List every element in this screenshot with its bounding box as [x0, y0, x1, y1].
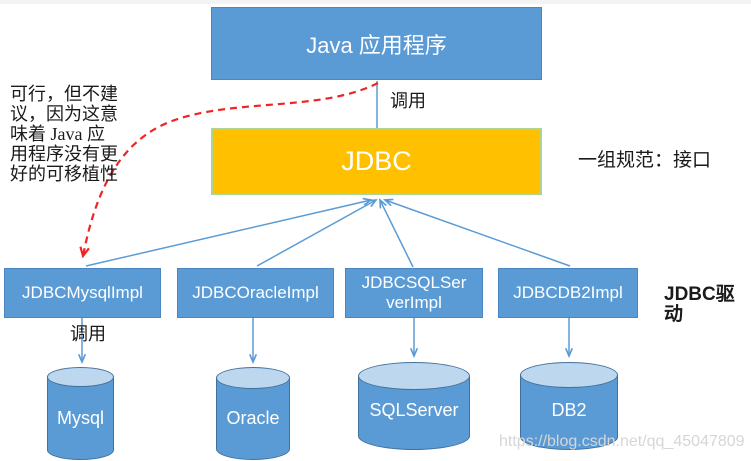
driver-box-oracleimpl-label: JDBCOracleImpl — [192, 283, 319, 302]
java-application-box: Java 应用程序 — [211, 7, 542, 80]
cylinder-top-ellipse — [47, 367, 114, 387]
arrow-sqlserverimpl-to-jdbc — [379, 198, 414, 268]
portability-note: 可行，但不建 议，因为这意 味着 Java 应 用程序没有更 好的可移植性 — [10, 84, 118, 184]
driver-box-sqlserverimpl: JDBCSQLSer verImpl — [345, 268, 483, 318]
cylinder-top-ellipse — [358, 362, 470, 390]
top-edge-strip — [0, 0, 751, 4]
driver-box-db2impl: JDBCDB2Impl — [498, 268, 638, 318]
arrow-db2impl-to-jdbc — [383, 198, 571, 267]
cylinder-top-ellipse — [216, 367, 290, 389]
database-cylinder-sqlserver: SQLServer — [358, 362, 470, 450]
cylinder-body — [358, 376, 470, 450]
cylinder-top-ellipse — [520, 362, 618, 388]
call-label-top: 调用 — [390, 91, 426, 111]
driver-box-mysqlimpl-label: JDBCMysqlImpl — [22, 283, 143, 302]
driver-box-oracleimpl: JDBCOracleImpl — [177, 268, 334, 318]
jdbc-box: JDBC — [211, 128, 542, 195]
driver-box-mysqlimpl: JDBCMysqlImpl — [4, 268, 161, 318]
cylinder-body — [47, 377, 114, 460]
database-label-sqlserver: SQLServer — [369, 400, 459, 420]
cylinder-body — [216, 378, 290, 460]
driver-box-db2impl-label: JDBCDB2Impl — [513, 283, 623, 302]
arrow-mysqlimpl-to-jdbc — [85, 197, 374, 267]
database-cylinder-mysql: Mysql — [47, 367, 114, 460]
jdbc-label: JDBC — [341, 146, 412, 176]
database-cylinder-db2: DB2 — [520, 362, 618, 450]
spec-label: 一组规范：接口 — [578, 150, 712, 171]
database-cylinder-oracle: Oracle — [216, 367, 290, 460]
database-label-mysql: Mysql — [56, 407, 104, 428]
java-application-label: Java 应用程序 — [306, 32, 447, 58]
arrow-oracleimpl-to-jdbc — [256, 198, 378, 267]
database-label-db2: DB2 — [551, 400, 587, 420]
driver-box-sqlserverimpl-label: JDBCSQLSer verImpl — [361, 273, 467, 312]
call-label-bottom: 调用 — [70, 324, 106, 344]
jdbc-driver-group-label: JDBC驱动 — [664, 284, 735, 325]
csdn-watermark: https://blog.csdn.net/qq_45047809 — [499, 433, 745, 450]
database-label-oracle: Oracle — [226, 407, 280, 428]
